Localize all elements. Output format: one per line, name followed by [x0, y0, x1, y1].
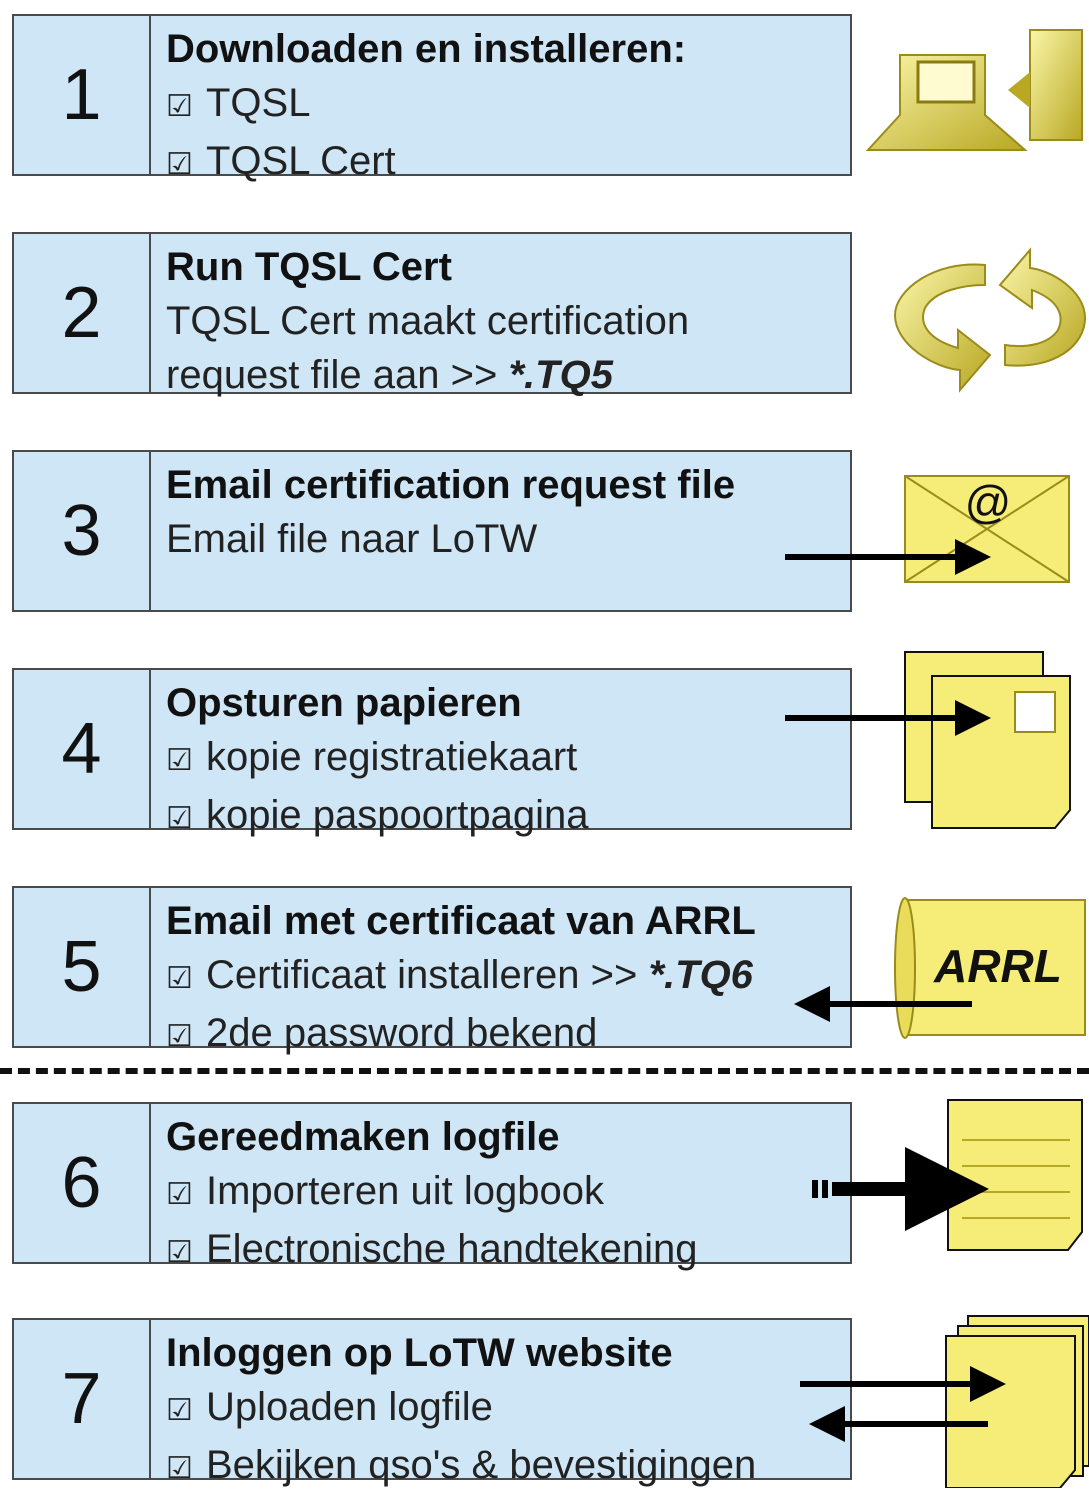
step-body: Email certification request file Email f…: [166, 458, 842, 566]
step-number: 4: [14, 670, 151, 828]
step-5: 5 Email met certificaat van ARRL ☑Certif…: [12, 886, 852, 1055]
file-extension: *.TQ5: [508, 353, 613, 397]
dashed-divider: [0, 1068, 1089, 1074]
step-number: 6: [14, 1104, 151, 1262]
step-number: 1: [14, 16, 151, 174]
step-number: 7: [14, 1320, 151, 1478]
step-item: ☑kopie paspoortpagina: [166, 788, 842, 846]
step-item: ☑Bekijken qso's & bevestigingen: [166, 1438, 842, 1496]
step-item: ☑Electronische handtekening: [166, 1222, 842, 1280]
checkbox-icon: ☑: [166, 1394, 193, 1427]
postal-documents-icon: [904, 651, 1071, 829]
step-body: Downloaden en installeren: ☑TQSL ☑TQSL C…: [166, 22, 842, 192]
checkbox-icon: ☑: [166, 148, 193, 181]
step-3: 3 Email certification request file Email…: [12, 450, 852, 612]
file-extension: *.TQ6: [648, 953, 753, 997]
step-title: Opsturen papieren: [166, 681, 522, 725]
step-item: ☑TQSL: [166, 76, 842, 134]
step-item: request file aan >> *.TQ5: [166, 353, 613, 397]
step-item: ☑kopie registratiekaart: [166, 730, 842, 788]
checkbox-icon: ☑: [166, 1236, 193, 1269]
step-item: ☑Certificaat installeren >> *.TQ6: [166, 948, 842, 1006]
step-7: 7 Inloggen op LoTW website ☑Uploaden log…: [12, 1318, 852, 1487]
step-2: 2 Run TQSL Cert TQSL Cert maakt certific…: [12, 232, 852, 397]
step-title: Downloaden en installeren:: [166, 27, 687, 71]
step-title: Inloggen op LoTW website: [166, 1331, 673, 1375]
step-title: Email met certificaat van ARRL: [166, 899, 756, 943]
computer-install-icon: [865, 29, 1083, 151]
logfile-document-icon: [947, 1099, 1083, 1251]
step-6: 6 Gereedmaken logfile ☑Importeren uit lo…: [12, 1102, 852, 1271]
step-body: Gereedmaken logfile ☑Importeren uit logb…: [166, 1110, 842, 1280]
step-item: ☑TQSL Cert: [166, 134, 842, 192]
at-sign: @: [965, 476, 1012, 528]
refresh-cycle-icon: [893, 247, 1087, 393]
checkbox-icon: ☑: [166, 802, 193, 835]
step-title: Run TQSL Cert: [166, 245, 452, 289]
step-item: Email file naar LoTW: [166, 517, 538, 561]
arrl-certificate-scroll-icon: ARRL: [894, 897, 1086, 1039]
checkbox-icon: ☑: [166, 1452, 193, 1485]
checkbox-icon: ☑: [166, 744, 193, 777]
step-item: ☑Uploaden logfile: [166, 1380, 842, 1438]
step-body: Email met certificaat van ARRL ☑Certific…: [166, 894, 842, 1064]
email-envelope-icon: @: [904, 475, 1070, 583]
step-item: TQSL Cert maakt certification: [166, 299, 690, 343]
step-number: 3: [14, 452, 151, 610]
step-number: 2: [14, 234, 151, 392]
step-number: 5: [14, 888, 151, 1046]
step-body: Inloggen op LoTW website ☑Uploaden logfi…: [166, 1326, 842, 1496]
document-stack-icon: [945, 1315, 1089, 1488]
checkbox-icon: ☑: [166, 1020, 193, 1053]
checkbox-icon: ☑: [166, 90, 193, 123]
checkbox-icon: ☑: [166, 962, 193, 995]
step-4: 4 Opsturen papieren ☑kopie registratieka…: [12, 668, 852, 837]
step-title: Gereedmaken logfile: [166, 1115, 560, 1159]
arrl-label: ARRL: [933, 940, 1062, 992]
checkbox-icon: ☑: [166, 1178, 193, 1211]
step-1: 1 Downloaden en installeren: ☑TQSL ☑TQSL…: [12, 14, 852, 183]
step-body: Run TQSL Cert TQSL Cert maakt certificat…: [166, 240, 842, 402]
step-body: Opsturen papieren ☑kopie registratiekaar…: [166, 676, 842, 846]
step-item: ☑2de password bekend: [166, 1006, 842, 1064]
step-item: ☑Importeren uit logbook: [166, 1164, 842, 1222]
step-title: Email certification request file: [166, 463, 736, 507]
